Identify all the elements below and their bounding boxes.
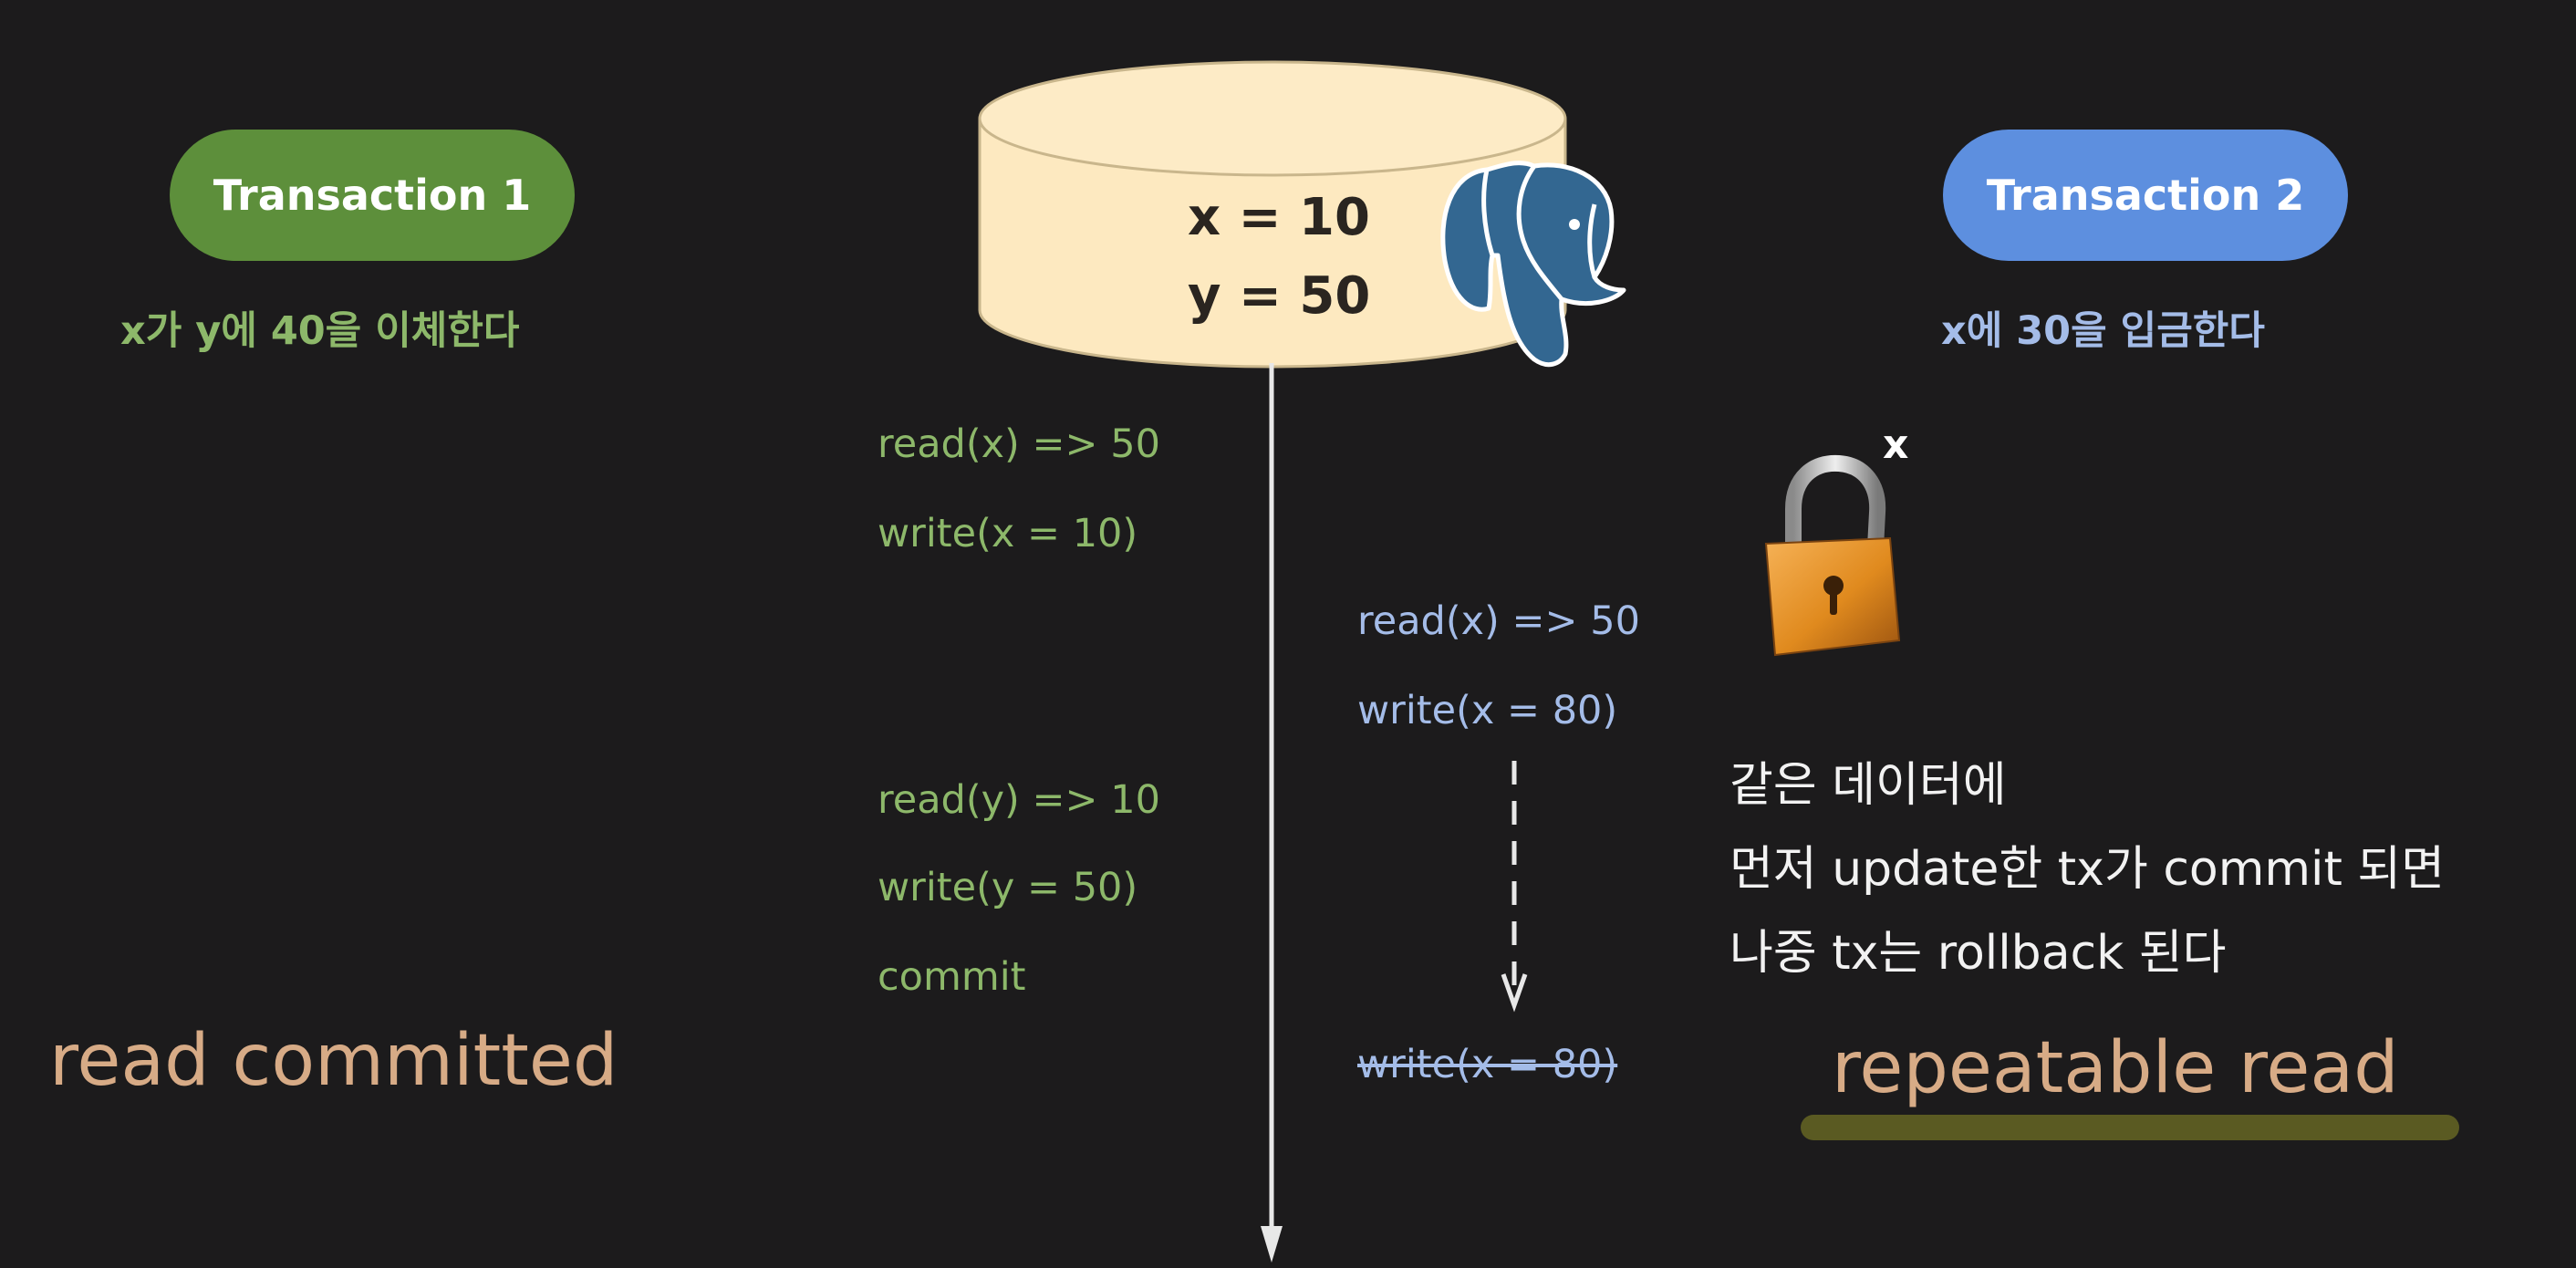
tx2-write-x: write(x = 80): [1357, 688, 1618, 733]
isolation-level-repeatable-read: repeatable read: [1832, 1027, 2399, 1109]
note-line-1: 같은 데이터에: [1729, 758, 2007, 813]
wait-dashed-arrow: [1501, 761, 1528, 1013]
lock-target-label: x: [1883, 421, 1909, 468]
transaction-2-description: x에 30을 입금한다: [1941, 308, 2265, 354]
tx1-write-x: write(x = 10): [878, 511, 1138, 556]
tx1-write-y: write(y = 50): [878, 865, 1138, 910]
tx2-read-x: read(x) => 50: [1357, 598, 1640, 644]
isolation-level-read-committed: read committed: [49, 1020, 618, 1102]
timeline-arrow: [1261, 363, 1283, 1263]
padlock-icon: [1764, 454, 1901, 657]
db-y-value: y = 50: [1188, 266, 1371, 326]
postgresql-elephant-icon: [1440, 161, 1626, 368]
tx1-commit: commit: [878, 954, 1026, 1000]
tx2-rolled-back-write: write(x = 80): [1357, 1042, 1618, 1087]
tx1-read-y: read(y) => 10: [878, 777, 1160, 823]
transaction-1-description: x가 y에 40을 이체한다: [120, 308, 520, 354]
transaction-1-pill: Transaction 1: [170, 130, 575, 261]
note-line-2: 먼저 update한 tx가 commit 되면: [1729, 842, 2446, 897]
note-line-3: 나중 tx는 rollback 된다: [1729, 926, 2227, 981]
highlight-underline: [1801, 1115, 2459, 1140]
tx1-read-x: read(x) => 50: [878, 421, 1160, 467]
database-cylinder: [978, 60, 1567, 369]
transaction-2-pill: Transaction 2: [1943, 130, 2348, 261]
db-x-value: x = 10: [1188, 188, 1370, 247]
